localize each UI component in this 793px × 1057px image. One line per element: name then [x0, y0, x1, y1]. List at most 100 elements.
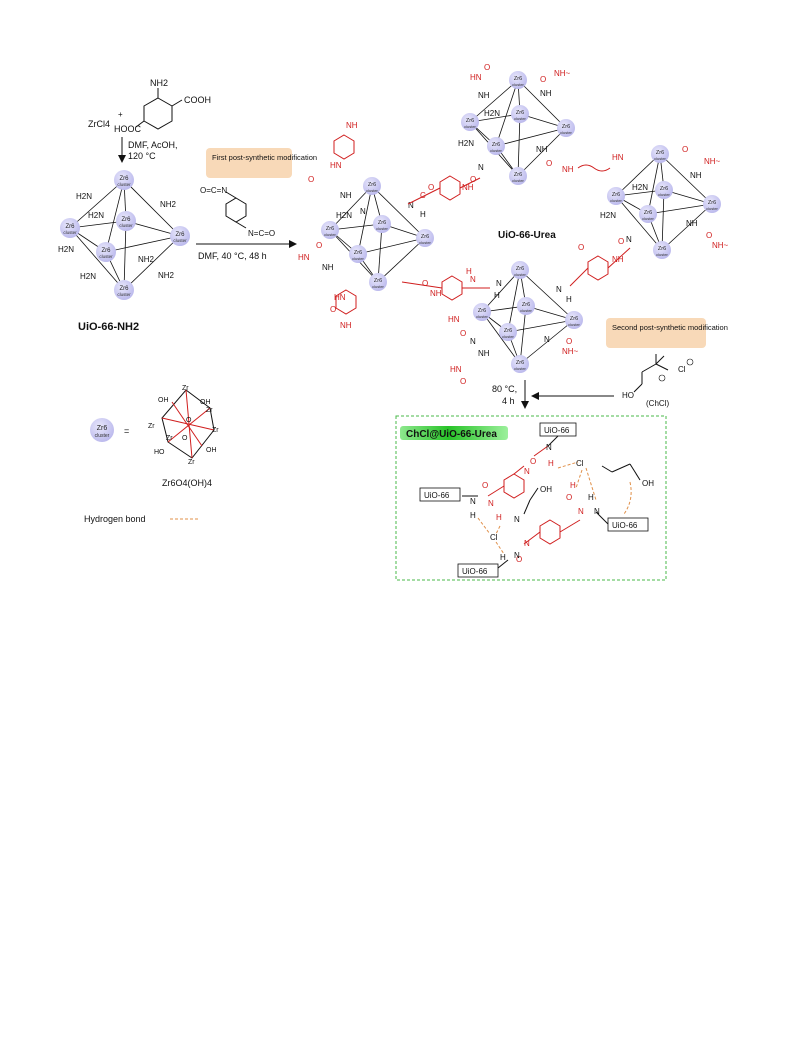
urea-h2n: H2N	[484, 109, 500, 118]
product-h: H	[470, 511, 476, 520]
svg-text:cluster: cluster	[512, 178, 524, 183]
svg-text:cluster: cluster	[376, 226, 388, 231]
ligand-nh2-label: NH2	[150, 78, 168, 88]
urea-nh: NH	[322, 263, 334, 272]
svg-text:Zr6: Zr6	[368, 182, 376, 188]
svg-text:cluster: cluster	[476, 314, 488, 319]
urea-n: N	[470, 275, 476, 284]
product-n: N	[488, 499, 494, 508]
hydrogen-bond	[495, 525, 501, 535]
cluster-node: Zr6 cluster	[90, 418, 114, 442]
urea-hn: HN	[470, 73, 482, 82]
first-psm-box	[206, 148, 292, 178]
svg-text:Zr6: Zr6	[66, 224, 76, 230]
ligand-cooh-label: COOH	[184, 95, 211, 105]
urea-n: N	[408, 201, 414, 210]
svg-text:cluster: cluster	[706, 206, 718, 211]
zr6-core-structure: Zr Zr Zr Zr Zr Zr OH OH HO OH O O	[148, 385, 219, 466]
urea-o: O	[428, 183, 434, 192]
product-label-bg	[400, 426, 508, 440]
svg-text:cluster: cluster	[502, 334, 514, 339]
svg-text:Zr6: Zr6	[374, 278, 382, 284]
cluster-node: Zr6 cluster	[60, 218, 80, 238]
second-psm-step: Second post-synthetic modification HO Cl…	[492, 318, 728, 409]
zr-atom: Zr	[212, 427, 219, 434]
amine-label: H2N	[88, 211, 104, 220]
urea-h2n: H2N	[458, 139, 474, 148]
svg-text:cluster: cluster	[119, 223, 133, 228]
svg-text:cluster: cluster	[490, 148, 502, 153]
ligand-hooc-label: HOOC	[114, 124, 142, 134]
uio66-urea-title: UiO-66-Urea	[498, 230, 556, 241]
urea-o: O	[618, 237, 624, 246]
svg-text:cluster: cluster	[419, 240, 431, 245]
legend-equals: =	[124, 426, 129, 436]
product-h: H	[588, 493, 594, 502]
chcl-cl: Cl	[678, 365, 686, 374]
cluster-node: Zr6 cluster	[116, 211, 136, 231]
product-h: H	[500, 553, 506, 562]
svg-text:cluster: cluster	[173, 238, 187, 243]
hydrogen-bond	[575, 469, 583, 489]
svg-text:cluster: cluster	[658, 192, 670, 197]
svg-text:Zr6: Zr6	[421, 234, 429, 240]
svg-text:cluster: cluster	[324, 232, 336, 237]
zr-atom: Zr	[206, 407, 213, 414]
urea-hn: HN	[330, 161, 342, 170]
uio66-label: UiO-66	[544, 426, 570, 435]
svg-text:Zr6: Zr6	[378, 220, 386, 226]
urea-o: O	[460, 377, 466, 386]
svg-text:Zr6: Zr6	[516, 266, 524, 272]
aminoterephthalic-acid-structure	[135, 88, 183, 130]
oh-group: OH	[158, 397, 169, 404]
urea-hn: HN	[448, 315, 460, 324]
product-n: N	[578, 507, 584, 516]
urea-n: N	[360, 207, 366, 216]
urea-n: N	[478, 163, 484, 172]
product-oh: OH	[642, 479, 654, 488]
urea-hn: HN	[298, 253, 310, 262]
svg-text:Zr6: Zr6	[612, 192, 620, 198]
urea-nh: NH	[478, 349, 490, 358]
hydrogen-bond	[557, 461, 579, 469]
first-psm-label: First post-synthetic modification	[212, 153, 317, 162]
urea-o: O	[316, 241, 322, 250]
urea-nh: NH	[690, 171, 702, 180]
hydrogen-bond	[477, 517, 491, 535]
urea-o: O	[308, 175, 314, 184]
step3-condition-1: 80 °C,	[492, 384, 517, 394]
svg-text:cluster: cluster	[560, 130, 572, 135]
svg-text:Zr6: Zr6	[102, 248, 112, 254]
urea-o: O	[470, 175, 476, 184]
reagents: ZrCl4 + NH2 COOH HOOC DMF, AcOH, 120 °C	[88, 78, 211, 163]
amine-label: NH2	[158, 271, 175, 280]
svg-text:cluster: cluster	[568, 322, 580, 327]
urea-nh: NH	[340, 321, 352, 330]
plus-charge-icon	[658, 374, 666, 382]
svg-text:cluster: cluster	[117, 292, 131, 297]
product-n: N	[524, 539, 530, 548]
svg-text:Zr6: Zr6	[514, 76, 522, 82]
amine-label: H2N	[58, 245, 74, 254]
zr-atom: Zr	[188, 459, 195, 466]
svg-text:Zr6: Zr6	[522, 302, 530, 308]
uio66-box	[457, 563, 499, 578]
product-h: H	[570, 481, 576, 490]
urea-o: O	[484, 63, 490, 72]
product-h: H	[496, 513, 502, 522]
svg-text:Zr6: Zr6	[478, 308, 486, 314]
urea-h2n: H2N	[336, 211, 352, 220]
zrcl4-label: ZrCl4	[88, 119, 110, 129]
product-frame	[395, 415, 667, 581]
ho-group: HO	[154, 449, 165, 456]
